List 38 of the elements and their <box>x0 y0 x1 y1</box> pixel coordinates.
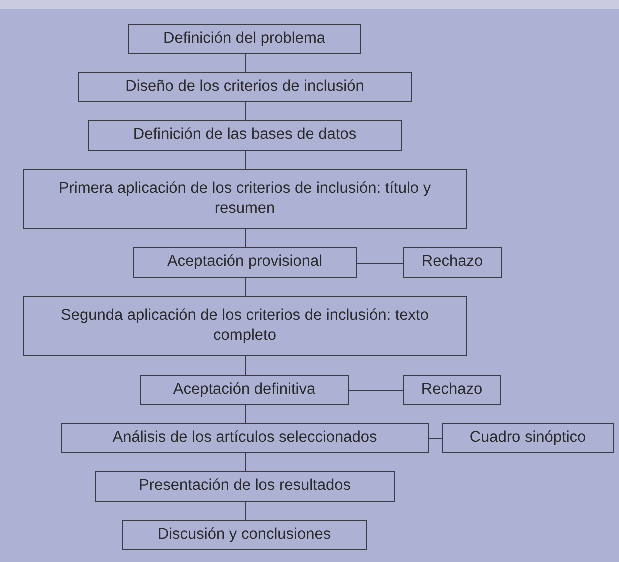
process-box <box>78 72 412 102</box>
process-box <box>23 169 467 229</box>
process-box <box>23 296 467 356</box>
connector-line <box>245 356 246 376</box>
box-label: Cuadro sinóptico <box>470 428 586 448</box>
box-label: Primera aplicación de los criterios de inclusión: título y resumen <box>58 178 432 219</box>
process-box <box>403 375 501 405</box>
process-box <box>88 120 402 151</box>
box-label: Rechazo <box>422 252 484 272</box>
connector-line <box>245 278 246 296</box>
box-label: Presentación de los resultados <box>139 476 351 496</box>
process-box <box>95 471 395 502</box>
connector-line <box>245 502 246 520</box>
connector-line <box>428 438 442 439</box>
box-label: Rechazo <box>421 380 483 400</box>
process-box <box>403 247 502 278</box>
process-box <box>122 520 367 550</box>
process-box <box>61 423 429 453</box>
box-label: Diseño de los criterios de inclusión <box>126 76 364 97</box>
connector-line <box>245 404 246 424</box>
connector-line <box>245 54 246 72</box>
process-box <box>128 24 361 54</box>
box-label: Aceptación provisional <box>167 252 323 272</box>
connector-line <box>245 150 246 170</box>
box-label: Aceptación definitiva <box>173 380 316 400</box>
box-label: Análisis de los artículos seleccionados <box>112 428 378 448</box>
process-box <box>140 375 349 405</box>
connector-line <box>356 263 404 264</box>
box-label: Definición del problema <box>164 28 326 49</box>
connector-line <box>245 102 246 120</box>
box-label: Segunda aplicación de los criterios de inclusión: texto completo <box>60 306 430 346</box>
connector-line <box>245 452 246 472</box>
connector-line <box>245 228 246 248</box>
box-label: Definición de las bases de datos <box>133 125 357 146</box>
process-box <box>442 423 614 453</box>
process-box <box>133 247 357 278</box>
box-label: Discusión y conclusiones <box>158 524 332 545</box>
connector-line <box>348 390 404 391</box>
